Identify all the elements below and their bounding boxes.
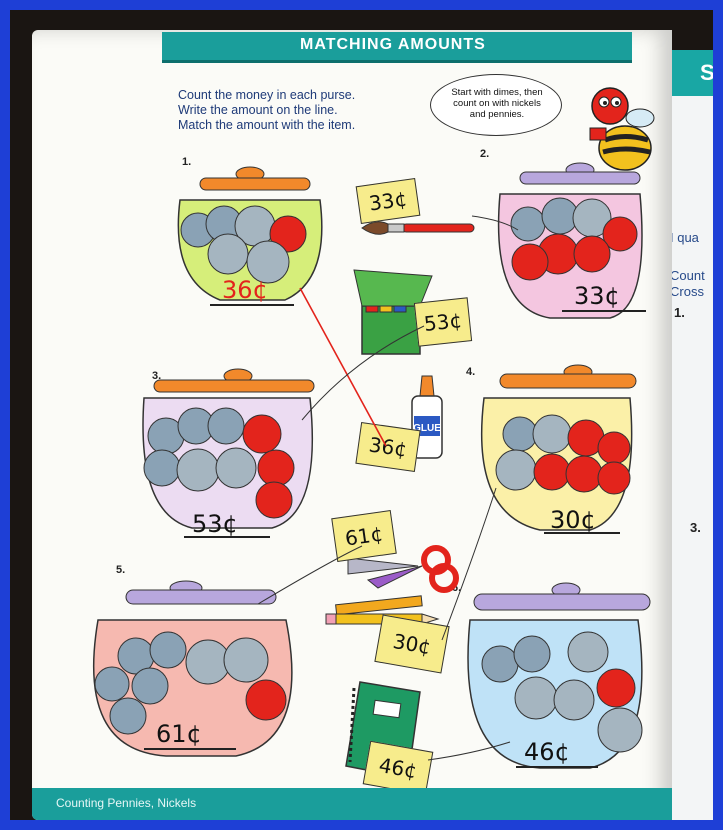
price-tag-text: 46¢ — [377, 752, 419, 784]
price-tag: 61¢ — [331, 510, 397, 562]
purse-number: 3. — [152, 370, 162, 382]
instruction-line: Write the amount on the line. — [178, 103, 338, 117]
price-tag-text: 33¢ — [367, 186, 409, 216]
page-title: MATCHING AMOUNTS — [300, 36, 486, 53]
purse-amount: 53¢ — [192, 510, 238, 538]
price-tag-text: 53¢ — [422, 308, 464, 336]
purse-amount: 33¢ — [574, 282, 620, 310]
answer-line — [516, 766, 598, 768]
purse-amount: 30¢ — [550, 506, 596, 534]
worksheet-page: MATCHING AMOUNTS Count the money in each… — [32, 30, 672, 820]
purse-6 — [467, 582, 651, 769]
purse-4 — [480, 364, 637, 531]
pencils-icon — [325, 595, 440, 625]
price-tag: 36¢ — [355, 422, 421, 472]
purse-amount: 36¢ — [222, 276, 268, 304]
price-tag-text: 61¢ — [343, 521, 385, 551]
purse-5 — [92, 580, 293, 757]
photo-frame: S I qua Count Cross 1. 3. MATCHING AMOUN… — [10, 10, 713, 820]
footer-text: Counting Pennies, Nickels — [56, 796, 197, 810]
answer-line — [210, 304, 294, 306]
instruction-line: Match the amount with the item. — [178, 118, 356, 132]
glue-label: GLUE — [413, 423, 441, 434]
right-page-letter: S — [700, 60, 713, 85]
purse-number: 1. — [182, 156, 192, 168]
right-page-number: 3. — [690, 520, 701, 535]
answer-line — [184, 536, 270, 538]
thought-bubble-text: Start with dimes, then count on with nic… — [451, 87, 543, 120]
bee-mascot-icon — [589, 87, 655, 171]
purse-number: 5. — [116, 564, 126, 576]
instruction-line: Count the money in each purse. — [178, 88, 356, 102]
title-banner — [162, 32, 632, 63]
price-tag-text: 30¢ — [391, 628, 433, 660]
price-tag: 30¢ — [374, 614, 450, 674]
right-page-line: Cross — [670, 284, 704, 299]
purse-1 — [177, 166, 323, 301]
answer-line — [544, 532, 620, 534]
thought-bubble: Start with dimes, then count on with nic… — [430, 74, 562, 136]
right-page-number: 1. — [674, 305, 685, 320]
answer-line — [562, 310, 646, 312]
purse-amount: 61¢ — [156, 720, 202, 748]
purse-2 — [497, 162, 643, 319]
purse-number: 4. — [466, 366, 476, 378]
price-tag: 53¢ — [413, 297, 473, 347]
purse-number: 2. — [480, 148, 490, 160]
right-page-line: I qua — [670, 230, 699, 245]
right-page-line: Count — [670, 268, 705, 283]
footer-bar — [32, 788, 672, 820]
purse-3 — [142, 368, 315, 529]
purse-amount: 46¢ — [524, 738, 570, 766]
instructions: Count the money in each purse. Write the… — [178, 88, 355, 133]
answer-line — [144, 748, 236, 750]
price-tag-text: 36¢ — [367, 432, 409, 462]
